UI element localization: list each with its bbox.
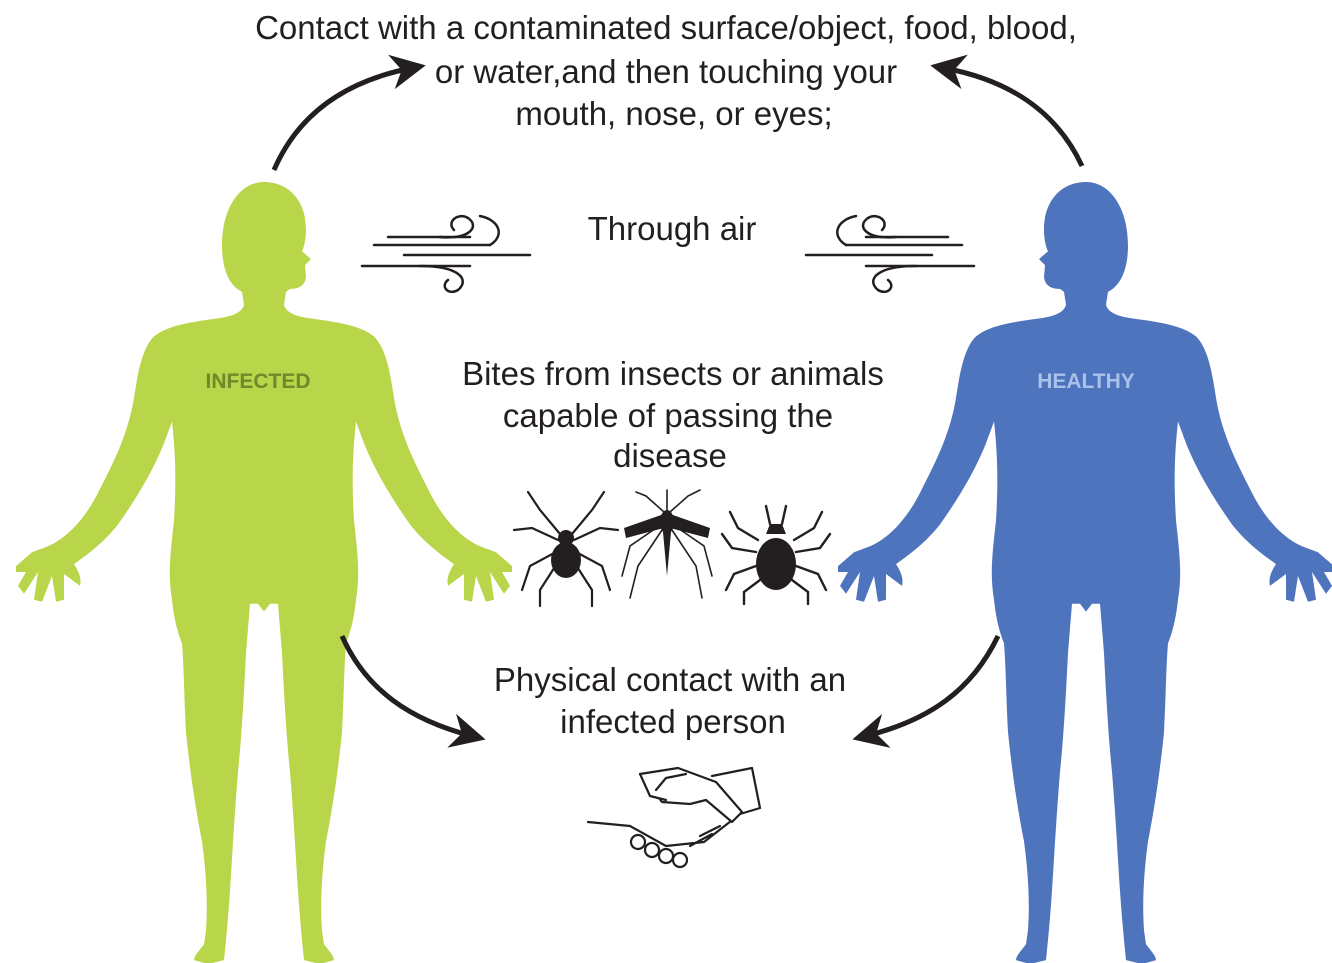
spider-icon <box>514 492 618 606</box>
healthy-person-figure <box>838 182 1332 963</box>
top-text-line-2: or water,and then touching your <box>0 52 1332 92</box>
tick-icon <box>722 506 830 604</box>
bites-text-line-2: capable of passing the <box>0 396 1332 436</box>
mosquito-icon <box>622 490 712 598</box>
top-text-line-1: Contact with a contaminated surface/obje… <box>0 8 1332 48</box>
bites-text-line-3: disease <box>0 436 1332 476</box>
infected-person-figure <box>16 182 512 963</box>
top-text-line-3: mouth, nose, or eyes; <box>0 94 1332 134</box>
contact-text-line-1: Physical contact with an <box>0 660 1332 700</box>
air-text: Through air <box>0 209 1332 249</box>
bites-text-line-1: Bites from insects or animals <box>0 354 1332 394</box>
contact-text-line-2: infected person <box>0 702 1332 742</box>
handshake-icon <box>588 768 760 867</box>
